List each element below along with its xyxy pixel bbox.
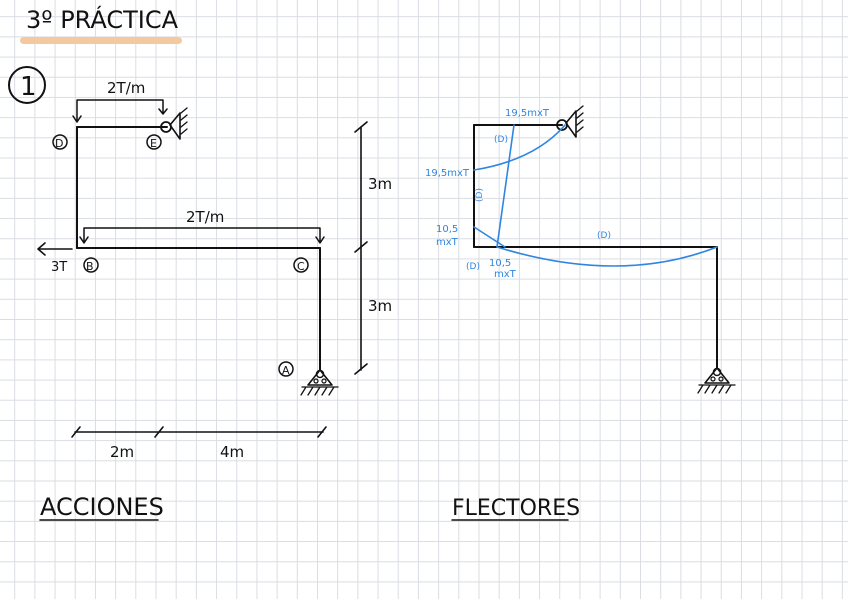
support-triangle-A [307,369,333,386]
support-triangle-E [169,112,181,140]
dim-lower-height: 3m [368,297,392,315]
node-C-label: C [297,260,305,273]
dim-left-span: 2m [110,443,134,461]
bm-support-roller-A2 [718,376,724,382]
actions-diagram: 2T/m D E B C A 2T/m 3T 3m 3m [37,79,392,521]
bm-support-roller-A1 [710,376,716,382]
bm-support-triangle-E [565,110,577,138]
middle-load-label: 2T/m [186,208,224,226]
exercise-number: 1 [20,72,37,102]
horizontal-dimension-ticks [71,426,327,438]
bm-curve-main-beam [496,246,718,267]
page-title: 3º PRÁCTICA [26,5,179,34]
node-D-label: D [55,137,63,150]
bm-support-hatch-A [697,384,736,394]
moments-diagram: 19,5mxT 19,5mxT (D) (D) (D) (D) 10,5 mxT… [425,105,736,521]
support-hatch-A [300,386,339,396]
bm-mid-left-moment-line1: 10,5 [436,224,458,235]
node-B-circle [83,257,99,273]
horizontal-force-label: 3T [51,260,67,275]
node-C-circle [293,257,309,273]
node-D-circle [52,134,68,150]
bm-support-hatch-E [576,105,584,133]
node-E-circle [146,134,162,150]
top-distributed-load [72,99,168,123]
title-underline [20,37,182,44]
support-hatch-E [180,107,188,135]
bm-support-triangle-A [704,367,730,384]
bm-bottom-moment-line1: 10,5 [489,258,511,269]
top-load-label: 2T/m [107,79,145,97]
support-roller-A2 [321,378,327,384]
vertical-dimension-ticks [354,121,368,375]
bm-top-moment-label: 19,5mxT [505,108,550,119]
bm-left-moment-label: 19,5mxT [425,168,470,179]
bm-sign-vertical: (D) [475,188,485,202]
bm-sign-corner: (D) [466,262,480,272]
node-A-circle [278,361,294,377]
node-A-label: A [282,364,290,377]
bm-sign-beam: (D) [597,231,611,241]
moments-heading: FLECTORES [452,496,580,521]
bm-line-lower-column [473,226,506,248]
node-E-label: E [150,137,157,150]
horizontal-force-arrow [37,242,73,256]
bm-line-column [496,124,515,248]
bm-curve-top-beam [473,124,566,171]
exercise-number-circle [8,66,46,104]
support-roller-A1 [313,378,319,384]
bm-bottom-moment-line2: mxT [494,269,517,280]
bm-mid-left-moment-label: 10,5 mxT [436,224,461,248]
bm-sign-top: (D) [494,135,508,145]
middle-distributed-load [79,227,325,244]
actions-heading: ACCIONES [40,493,164,521]
bm-bottom-moment-label: 10,5 mxT [489,258,517,280]
dim-upper-height: 3m [368,175,392,193]
node-B-label: B [86,260,94,273]
dim-right-span: 4m [220,443,244,461]
bm-mid-left-moment-line2: mxT [436,237,459,248]
